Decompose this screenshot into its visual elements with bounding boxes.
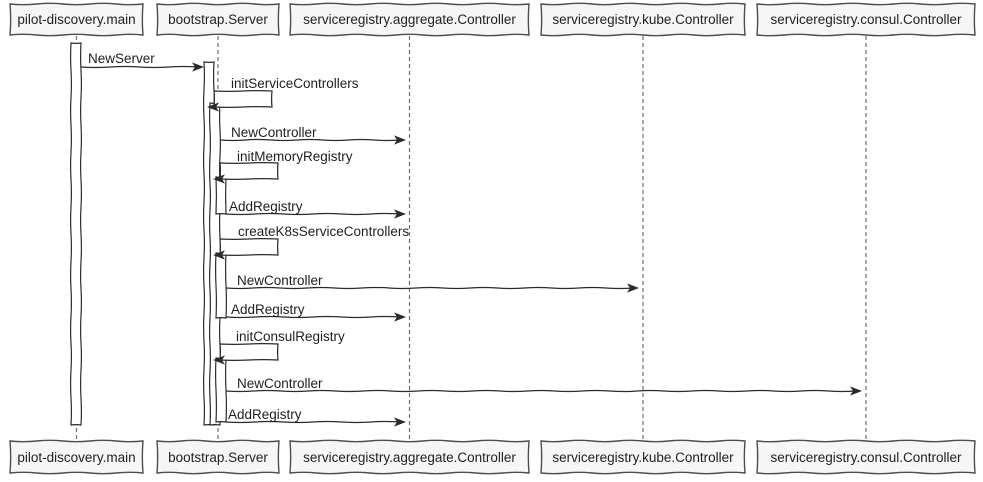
diagram-graphics xyxy=(9,2,976,475)
